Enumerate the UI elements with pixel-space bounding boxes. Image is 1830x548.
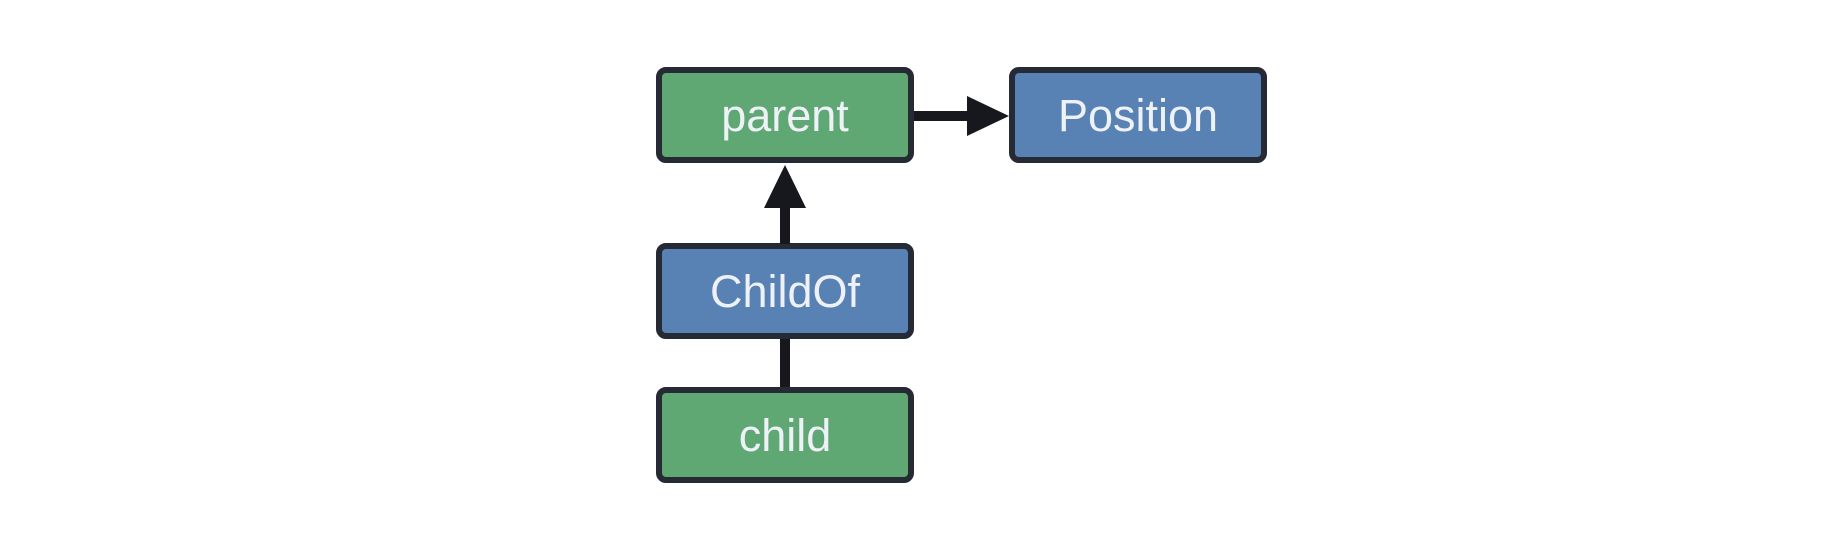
edge-parent-to-position-arrowhead-icon [967,96,1009,136]
node-child-label: child [738,409,832,461]
edge-parent-to-position-shaft [914,111,970,121]
node-parent-label: parent [721,89,849,141]
node-position-label: Position [1057,89,1219,141]
node-child: child [656,387,914,483]
node-position: Position [1009,67,1267,163]
node-childof-label: ChildOf [709,265,861,317]
node-childof: ChildOf [656,243,914,339]
edge-child-to-childof-line [780,339,790,387]
edge-childof-to-parent-arrowhead-icon [764,165,806,208]
edge-childof-to-parent-shaft [780,204,790,244]
node-parent: parent [656,67,914,163]
